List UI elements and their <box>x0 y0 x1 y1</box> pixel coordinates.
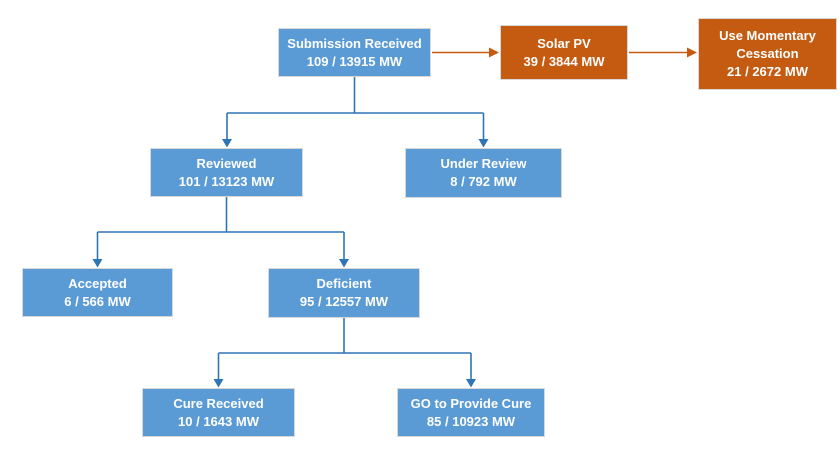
node-value: 8 / 792 MW <box>450 174 517 189</box>
node-use-momentary-cessation: Use Momentary Cessation 21 / 2672 MW <box>698 18 837 90</box>
connector-submission-to-reviewed-and-under-review <box>222 77 489 148</box>
node-value: 10 / 1643 MW <box>178 413 259 429</box>
node-label: GO to Provide Cure <box>410 395 532 411</box>
node-submission-received: Submission Received 109 / 13915 MW <box>278 28 431 77</box>
node-label: Under Review <box>440 156 527 171</box>
node-value: 95 / 12557 MW <box>299 294 389 309</box>
node-accepted: Accepted 6 / 566 MW <box>22 268 173 317</box>
node-deficient: Deficient 95 / 12557 MW <box>268 268 420 318</box>
node-label: Use Momentary Cessation <box>719 28 816 61</box>
connector-reviewed-to-accepted-and-deficient <box>92 197 349 268</box>
node-label: Accepted <box>68 275 127 291</box>
arrow-solar-pv-to-momentary-cessation <box>629 47 697 58</box>
node-label: Solar PV <box>537 35 591 51</box>
node-label: Cure Received <box>173 395 264 411</box>
node-label: Deficient <box>316 276 372 291</box>
node-value: 101 / 13123 MW <box>178 173 275 189</box>
node-label: Submission Received <box>287 35 422 51</box>
node-solar-pv: Solar PV 39 / 3844 MW <box>500 25 628 80</box>
node-label: Reviewed <box>196 155 257 171</box>
node-go-to-provide-cure: GO to Provide Cure 85 / 10923 MW <box>397 388 545 437</box>
node-value: 109 / 13915 MW <box>306 53 403 69</box>
node-value: 39 / 3844 MW <box>523 53 605 69</box>
node-under-review: Under Review 8 / 792 MW <box>405 148 562 198</box>
node-cure-received: Cure Received 10 / 1643 MW <box>142 388 295 437</box>
node-value: 21 / 2672 MW <box>727 64 808 79</box>
arrow-submission-to-solar-pv <box>432 47 499 58</box>
node-reviewed: Reviewed 101 / 13123 MW <box>150 148 303 197</box>
node-value: 6 / 566 MW <box>64 293 131 309</box>
node-value: 85 / 10923 MW <box>426 413 516 429</box>
connector-deficient-to-cure-received-and-go-cure <box>213 318 476 388</box>
